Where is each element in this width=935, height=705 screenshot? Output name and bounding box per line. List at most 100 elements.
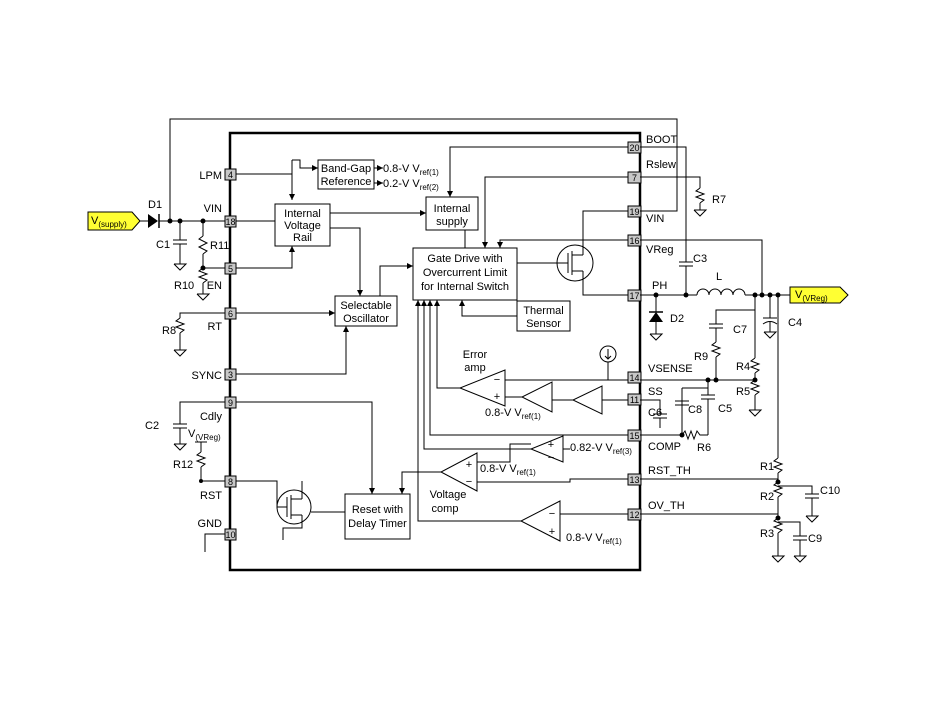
reset-delay-timer-block: Reset with Delay Timer	[344, 493, 411, 540]
svg-text:R5: R5	[736, 386, 750, 398]
gate-drive-block: Gate Drive with Overcurrent Limit for In…	[412, 247, 518, 301]
external-right: R7 C3 L V(VReg) D2 C	[640, 146, 849, 563]
svg-text:0.2-V Vref(2): 0.2-V Vref(2)	[383, 178, 439, 192]
svg-text:RT: RT	[208, 321, 223, 333]
svg-text:Internal: Internal	[284, 208, 321, 220]
arrowheads	[289, 165, 503, 494]
svg-text:18: 18	[225, 217, 235, 227]
svg-text:17: 17	[629, 291, 639, 301]
svg-text:13: 13	[629, 475, 639, 485]
svg-text:12: 12	[629, 510, 639, 520]
svg-text:0.8-V Vref(1): 0.8-V Vref(1)	[485, 407, 541, 421]
svg-text:14: 14	[629, 373, 639, 383]
pin-ov-th: 12 OV_TH	[627, 500, 685, 521]
svg-text:16: 16	[629, 236, 639, 246]
ic-outline	[228, 131, 642, 572]
svg-text:R7: R7	[712, 194, 726, 206]
svg-text:Reset with: Reset with	[352, 504, 403, 516]
pin-vin-19: 19 VIN	[627, 205, 664, 225]
comparator-082: + −	[529, 435, 564, 464]
svg-text:RST_TH: RST_TH	[648, 465, 691, 477]
svg-text:Voltage: Voltage	[284, 220, 321, 232]
svg-text:SS: SS	[648, 386, 663, 398]
pin-en: 5 EN	[207, 262, 237, 292]
svg-text:Overcurrent Limit: Overcurrent Limit	[423, 267, 507, 279]
svg-text:R9: R9	[694, 351, 708, 363]
svg-text:+: +	[548, 439, 554, 451]
svg-text:20: 20	[629, 143, 639, 153]
svg-text:Rslew: Rslew	[646, 159, 676, 171]
svg-text:+: +	[466, 459, 472, 471]
svg-text:R4: R4	[736, 361, 750, 373]
ref-label-082: 0.82-V Vref(3)	[570, 442, 632, 456]
buffer-amp-2	[571, 385, 603, 415]
reset-mosfet	[276, 489, 312, 525]
svg-text:Cdly: Cdly	[200, 411, 223, 423]
internal-supply-block: Internal supply	[425, 196, 479, 231]
svg-text:L: L	[716, 271, 722, 283]
svg-text:EN: EN	[207, 280, 222, 292]
svg-text:for Internal Switch: for Internal Switch	[421, 281, 509, 293]
svg-text:SYNC: SYNC	[191, 370, 222, 382]
svg-text:V(VReg): V(VReg)	[795, 289, 828, 303]
ref-label-ov: 0.8-V Vref(1)	[566, 532, 622, 546]
svg-text:R1: R1	[760, 461, 774, 473]
svg-text:8: 8	[228, 477, 233, 487]
pin-vin-18: 18 VIN	[204, 203, 237, 228]
svg-text:−: −	[494, 374, 500, 386]
selectable-oscillator-block: Selectable Oscillator	[334, 295, 398, 327]
svg-text:11: 11	[630, 395, 639, 405]
svg-text:R11: R11	[210, 240, 229, 252]
voltage-comp: + − Voltage comp	[430, 452, 478, 515]
svg-text:7: 7	[632, 173, 637, 183]
buffer-amp-1	[520, 381, 553, 413]
ref-label-bandgap-1: 0.8-V Vref(1)	[383, 163, 439, 177]
pin-rslew: 7 Rslew	[627, 159, 676, 184]
ref-label-error-amp: 0.8-V Vref(1)	[485, 407, 541, 421]
svg-text:Voltage: Voltage	[430, 489, 467, 501]
pin-rst-th: 13 RST_TH	[627, 465, 691, 486]
thermal-sensor-block: Thermal Sensor	[516, 300, 571, 332]
pin-rt: 6 RT	[208, 307, 237, 333]
svg-text:C10: C10	[820, 485, 840, 497]
svg-text:VIN: VIN	[646, 213, 664, 225]
pin-sync: 3 SYNC	[191, 368, 237, 382]
pin-ss: 11 SS	[627, 386, 663, 406]
external-left: V(supply) D1 C1 R11 R10 R8	[87, 118, 678, 483]
svg-text:−: −	[549, 508, 555, 520]
svg-text:Error: Error	[463, 349, 488, 361]
error-amp: − + Error amp	[458, 349, 506, 407]
svg-text:4: 4	[228, 170, 233, 180]
svg-text:Internal: Internal	[434, 203, 471, 215]
svg-text:R12: R12	[173, 459, 193, 471]
svg-text:R3: R3	[760, 528, 774, 540]
svg-text:PH: PH	[652, 280, 667, 292]
ref-label-bandgap-2: 0.2-V Vref(2)	[383, 178, 439, 192]
svg-text:V(supply): V(supply)	[91, 215, 127, 229]
svg-text:C5: C5	[718, 403, 732, 415]
svg-text:D2: D2	[670, 313, 684, 325]
svg-text:−: −	[466, 476, 472, 488]
bandgap-reference-block: Band-Gap Reference	[317, 159, 375, 190]
svg-text:GND: GND	[198, 518, 223, 530]
vsupply-tag	[87, 211, 141, 231]
svg-text:Band-Gap: Band-Gap	[321, 163, 371, 175]
svg-text:R10: R10	[174, 280, 194, 292]
svg-text:9: 9	[228, 398, 233, 408]
svg-text:Gate Drive with: Gate Drive with	[427, 253, 502, 265]
svg-text:comp: comp	[432, 503, 459, 515]
pin-vreg: 16 VReg	[627, 234, 674, 256]
svg-text:C7: C7	[733, 324, 747, 336]
svg-text:Rail: Rail	[293, 232, 312, 244]
svg-text:R2: R2	[760, 491, 774, 503]
svg-text:VSENSE: VSENSE	[648, 363, 693, 375]
svg-text:D1: D1	[148, 199, 162, 211]
svg-text:C6: C6	[648, 407, 662, 419]
svg-text:amp: amp	[464, 362, 485, 374]
pin-lpm: 4 LPM	[199, 168, 237, 182]
svg-text:Sensor: Sensor	[526, 318, 561, 330]
svg-text:10: 10	[225, 530, 235, 540]
pin-vsense: 14 VSENSE	[627, 363, 693, 384]
svg-text:0.8-V Vref(1): 0.8-V Vref(1)	[383, 163, 439, 177]
